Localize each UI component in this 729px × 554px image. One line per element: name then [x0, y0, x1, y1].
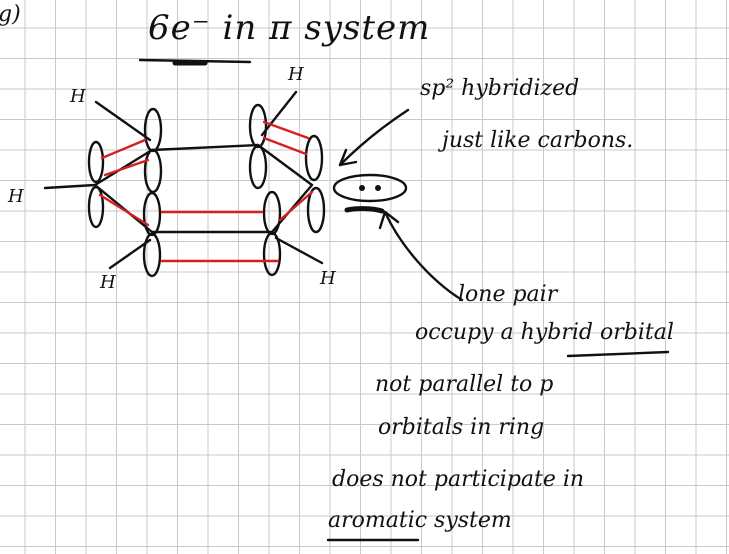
note-lone-pair-line1: lone pair: [458, 282, 558, 307]
page-title: 6e⁻ in π system: [148, 8, 431, 48]
atom-h-bottom-left: H: [100, 272, 116, 293]
note-participate-line1: does not participate in: [332, 467, 585, 492]
sp2-arrow-head: [338, 148, 358, 167]
note-not-parallel-line2: orbitals in ring: [378, 415, 545, 440]
atom-h-top-right: H: [288, 64, 304, 85]
sp2-arrow: [338, 108, 410, 167]
p-orbital-c5: [262, 190, 282, 277]
lone-pair-arrow: [383, 210, 464, 302]
note-lone-pair-line2: occupy a hybrid orbital: [415, 320, 674, 345]
h-bonds: [43, 90, 324, 270]
p-orbital-nitrogen: [304, 134, 326, 234]
item-marker: g): [0, 2, 21, 27]
p-orbital-c4: [142, 191, 162, 278]
p-orbital-c2: [248, 103, 268, 190]
hybrid-orbital-underline: [566, 350, 670, 358]
p-orbital-c3: [87, 140, 105, 229]
note-sp2-line2: just like carbons.: [442, 128, 634, 153]
note-sp2-line1: sp² hybridized: [420, 76, 580, 101]
atom-h-top-left: H: [70, 86, 86, 107]
atom-h-left: H: [8, 186, 24, 207]
note-not-parallel-line1: not parallel to p: [375, 372, 554, 397]
note-participate-line2: aromatic system: [328, 508, 512, 533]
lone-pair-hybrid-orbital: [332, 173, 408, 214]
pi-overlap-lines: [98, 120, 314, 263]
atom-h-bottom-right: H: [320, 268, 336, 289]
lone-pair-arrow-head: [378, 210, 400, 230]
lone-pair-electrons: [359, 185, 381, 191]
